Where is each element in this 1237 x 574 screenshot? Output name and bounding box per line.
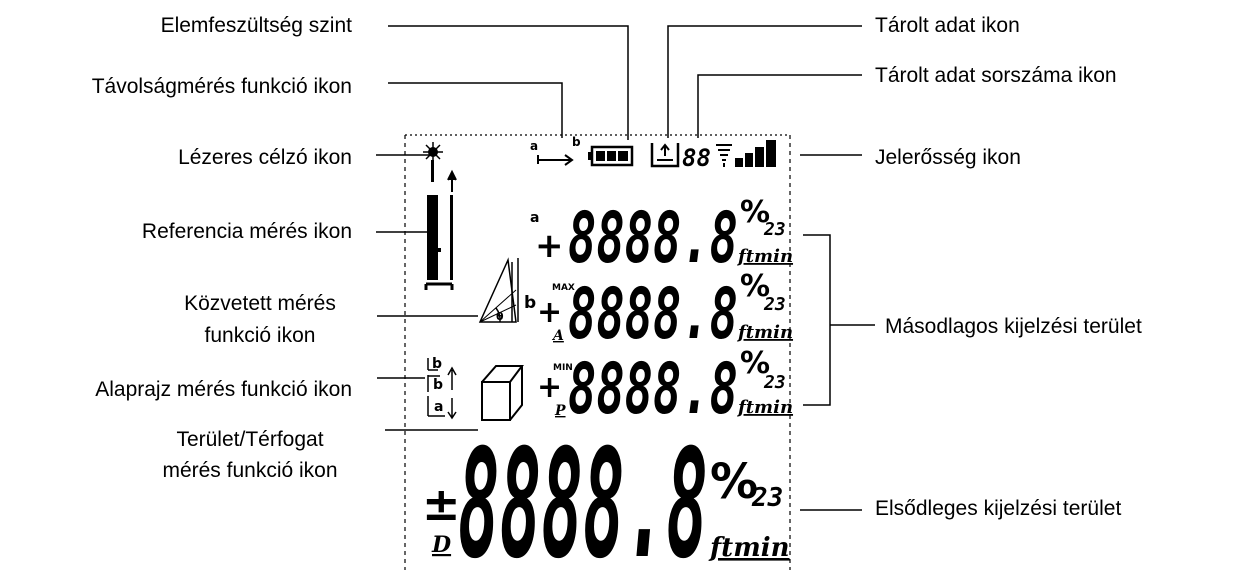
- row2-unit: ftmin: [736, 322, 793, 343]
- row3-unit: ftmin: [736, 397, 793, 418]
- row1-digits: 8888.8: [568, 197, 738, 279]
- floorplan-b1: b: [432, 356, 442, 372]
- label-area-2: mérés funkció ikon: [162, 459, 338, 482]
- leader-secondary-bracket: [803, 234, 831, 406]
- stored-index-digits: 88: [682, 144, 711, 172]
- row3-digits: 8888.8: [568, 348, 738, 430]
- leader-distance: [388, 82, 563, 138]
- row1-a: a: [530, 210, 539, 226]
- leader-stored-index: [697, 74, 862, 138]
- leader-lines: [376, 25, 875, 511]
- label-battery-level: Elemfeszültség szint: [160, 14, 352, 37]
- label-stored-index: Tárolt adat sorszáma ikon: [875, 64, 1117, 87]
- label-reference: Referencia mérés ikon: [141, 220, 352, 243]
- signal-strength-icon: [716, 140, 776, 167]
- row1-percent: %: [740, 195, 770, 230]
- primary-D: D: [431, 532, 451, 558]
- label-primary: Elsődleges kijelzési terület: [875, 497, 1122, 520]
- leader-battery: [388, 25, 629, 140]
- distance-b: b: [572, 135, 581, 149]
- distance-function-icon: a b: [530, 135, 581, 166]
- label-signal: Jelerősség ikon: [875, 146, 1021, 169]
- label-distance-function: Távolságmérés funkció ikon: [91, 75, 352, 98]
- primary-row: ± D 8888.8 % 23 ftmin: [422, 418, 790, 574]
- theta-symbol: θ: [496, 310, 504, 323]
- row2-A: A: [551, 328, 564, 344]
- label-indirect-1: Közvetett mérés: [184, 292, 336, 315]
- distance-a: a: [530, 139, 538, 153]
- floorplan-icon: b b a: [427, 356, 457, 420]
- row3-min: MIN: [553, 363, 573, 373]
- label-floorplan: Alaprajz mérés funkció ikon: [95, 378, 352, 401]
- row2-percent: %: [740, 269, 770, 304]
- area-volume-icon: [481, 365, 524, 421]
- row3-P: P: [554, 403, 566, 419]
- row1-plus: +: [535, 226, 564, 266]
- primary-plusminus: ±: [422, 477, 461, 531]
- label-indirect-2: funkció ikon: [204, 324, 316, 347]
- secondary-row-1: a + 8888.8 % 23 ftmin: [530, 195, 793, 279]
- reference-icon: [424, 169, 457, 290]
- primary-digits: 8888.8: [458, 418, 708, 574]
- battery-icon: [588, 145, 634, 167]
- secondary-row-2: MAX b + A 8888.8 % 23 ftmin: [524, 269, 793, 355]
- indirect-measurement-icon: θ: [478, 257, 519, 323]
- label-laser-pointer: Lézeres célzó ikon: [178, 146, 352, 169]
- row2-plus: +: [537, 295, 562, 330]
- floorplan-a: a: [434, 399, 443, 415]
- primary-unit: ftmin: [708, 533, 790, 563]
- row2-sup: 23: [763, 294, 786, 315]
- secondary-row-3: MIN + P 8888.8 % 23 ftmin: [537, 346, 793, 430]
- row1-unit: ftmin: [736, 246, 793, 267]
- primary-sup: 23: [751, 483, 783, 513]
- leader-stored-data: [667, 25, 862, 138]
- row3-percent: %: [740, 346, 770, 381]
- floorplan-b2: b: [433, 377, 443, 393]
- label-secondary: Másodlagos kijelzési terület: [885, 315, 1142, 338]
- stored-data-icon: [650, 143, 680, 168]
- label-stored-data: Tárolt adat ikon: [875, 14, 1020, 37]
- lcd-frame: [404, 134, 791, 570]
- label-area-1: Terület/Térfogat: [176, 428, 324, 451]
- row2-max: MAX: [552, 283, 575, 293]
- row3-sup: 23: [763, 372, 786, 393]
- row2-b: b: [524, 293, 536, 313]
- row3-plus: +: [537, 370, 562, 405]
- row2-digits: 8888.8: [568, 273, 738, 355]
- laser-pointer-icon: [423, 142, 443, 182]
- row1-sup: 23: [763, 219, 786, 240]
- primary-percent: %: [710, 454, 758, 510]
